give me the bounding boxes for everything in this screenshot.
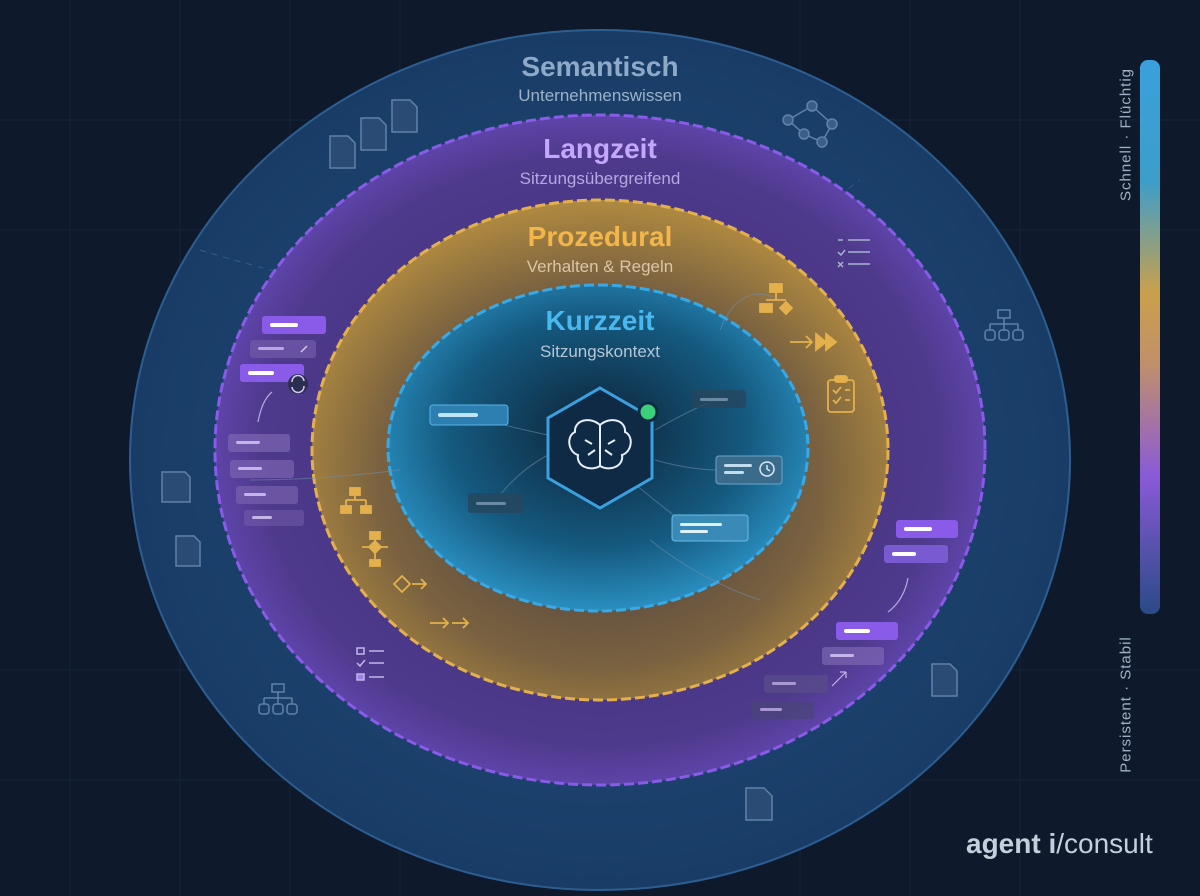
shortterm-title: Kurzzeit bbox=[546, 305, 655, 336]
brain-icon bbox=[568, 419, 632, 470]
scale-gradient-bar bbox=[1140, 60, 1160, 614]
procedural-title: Prozedural bbox=[528, 221, 673, 252]
semantic-icons bbox=[161, 99, 1024, 821]
brand-suffix: consult bbox=[1064, 828, 1153, 859]
longterm-cards bbox=[228, 239, 958, 719]
document-icon bbox=[175, 535, 201, 567]
document-icon bbox=[931, 663, 958, 697]
semantic-title: Semantisch bbox=[521, 51, 678, 82]
network-graph-icon bbox=[782, 100, 838, 148]
flowchart-icon bbox=[340, 487, 372, 514]
brand-name: agent i bbox=[966, 828, 1057, 859]
status-dot bbox=[637, 401, 659, 423]
semantic-subtitle: Unternehmenswissen bbox=[518, 86, 681, 105]
document-icon bbox=[745, 787, 773, 821]
flowchart-icon bbox=[362, 531, 388, 567]
procedural-icons bbox=[340, 283, 855, 629]
core-node bbox=[546, 386, 659, 510]
longterm-subtitle: Sitzungsübergreifend bbox=[520, 169, 681, 188]
fast-forward-icon bbox=[790, 332, 838, 352]
hierarchy-icon bbox=[258, 683, 298, 715]
clock-icon bbox=[759, 461, 775, 477]
checklist-icon bbox=[356, 647, 384, 681]
brand-logo: agent i/consult bbox=[966, 828, 1153, 860]
longterm-title: Langzeit bbox=[543, 133, 657, 164]
scale-top-label: Schnell · Flüchtig bbox=[1117, 67, 1135, 202]
checklist-icon bbox=[837, 239, 870, 268]
clipboard-checklist-icon bbox=[827, 375, 855, 413]
document-icon bbox=[161, 471, 191, 503]
brand-separator: / bbox=[1056, 828, 1065, 859]
refresh-icon bbox=[288, 374, 308, 394]
document-icon bbox=[391, 99, 418, 133]
arrow-icon bbox=[430, 617, 470, 629]
hierarchy-icon bbox=[984, 309, 1024, 341]
shortterm-cards bbox=[429, 390, 783, 542]
document-icon bbox=[360, 117, 387, 151]
arrow-icon bbox=[392, 574, 428, 594]
link-icon bbox=[300, 345, 308, 353]
document-icon bbox=[329, 135, 356, 169]
procedural-subtitle: Verhalten & Regeln bbox=[527, 257, 674, 276]
scale-bottom-label: Persistent · Stabil bbox=[1117, 636, 1135, 773]
flowchart-icon bbox=[759, 283, 794, 316]
shortterm-subtitle: Sitzungskontext bbox=[540, 342, 660, 361]
